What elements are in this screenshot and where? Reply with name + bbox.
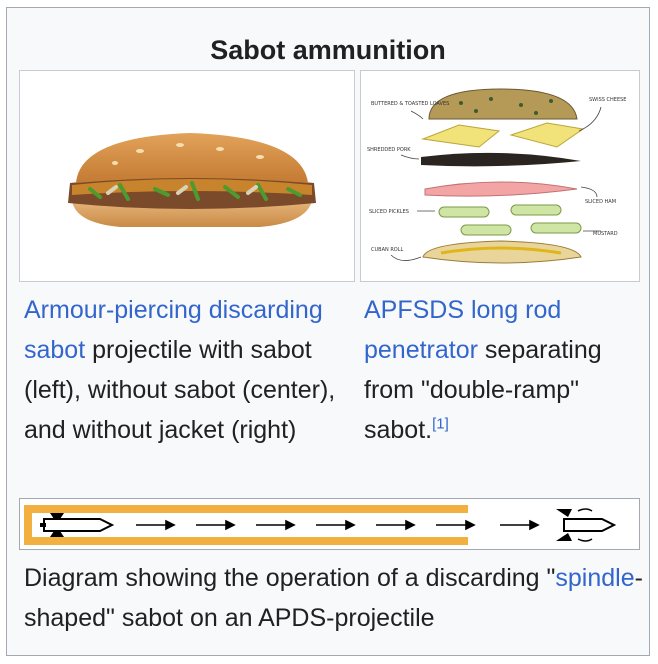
sabot-operation-diagram [24, 505, 617, 545]
spindle-link[interactable]: spindle [555, 564, 635, 592]
reference-link[interactable]: [1] [432, 415, 449, 433]
apfsds-link[interactable]: APFSDS long rod penetrator [364, 296, 562, 364]
bottom-caption: Diagram showing the operation of a disca… [24, 558, 644, 638]
label-pork: SHREDDED PORK [367, 147, 411, 153]
right-image[interactable]: BUTTERED & TOASTED LOAVES SWISS CHEESE S… [360, 70, 640, 282]
left-image[interactable] [19, 70, 355, 282]
label-buttered: BUTTERED & TOASTED LOAVES [371, 101, 449, 107]
label-roll: CUBAN ROLL [371, 247, 404, 253]
discarding-sabot-icon [556, 508, 617, 542]
sabot-diagram[interactable] [19, 498, 640, 550]
arrow-icons [136, 519, 540, 531]
label-swiss: SWISS CHEESE [589, 97, 626, 103]
right-caption: APFSDS long rod penetrator separating fr… [364, 290, 634, 450]
infobox-title: Sabot ammunition [210, 35, 446, 65]
apds-link[interactable]: Armour-piercing discarding sabot [24, 296, 323, 364]
projectile-with-sabot-icon [40, 513, 115, 537]
label-ham: SLICED HAM [585, 199, 616, 205]
sandwich-photo [68, 133, 316, 227]
label-mustard: MUSTARD [593, 231, 618, 237]
left-caption: Armour-piercing discarding sabot project… [24, 290, 359, 450]
label-pickles: SLICED PICKLES [369, 209, 409, 215]
exploded-sandwich-diagram: BUTTERED & TOASTED LOAVES SWISS CHEESE S… [367, 88, 626, 264]
infobox: Sabot ammunition [6, 7, 650, 656]
right-caption-text: separating from "double-ramp" sabot. [364, 336, 602, 444]
bottom-caption-post: -shaped" sabot on an APDS-projectile [24, 564, 643, 632]
bottom-caption-pre: Diagram showing the operation of a disca… [24, 564, 556, 592]
left-caption-text: projectile with sabot (left), without sa… [24, 336, 336, 444]
